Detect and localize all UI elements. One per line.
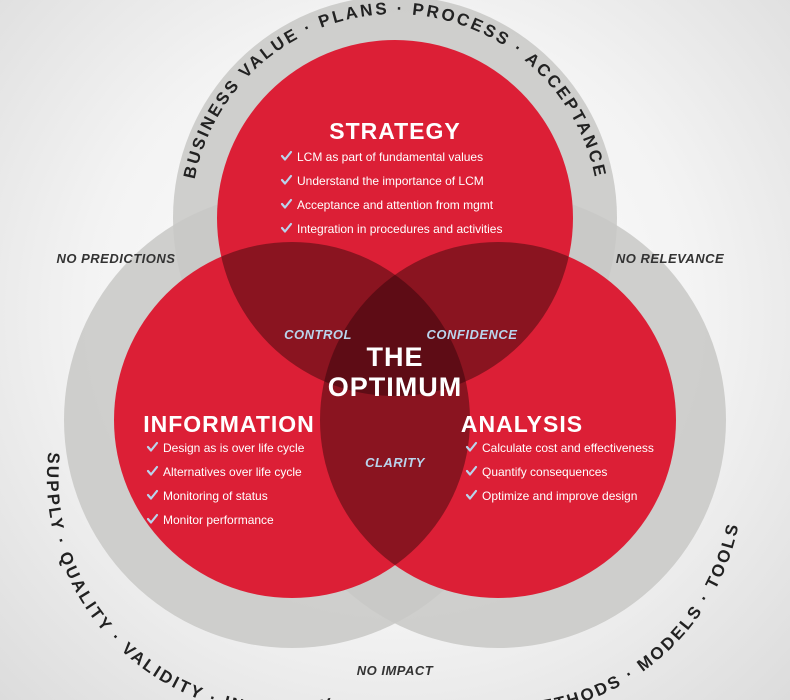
check-icon [465, 489, 478, 500]
svg-text:LCM as part of fundamental val: LCM as part of fundamental values [297, 150, 483, 164]
svg-text:Acceptance and attention from: Acceptance and attention from mgmt [297, 198, 494, 212]
svg-text:Alternatives over life cycle: Alternatives over life cycle [163, 465, 302, 479]
svg-text:Monitor performance: Monitor performance [163, 513, 274, 527]
overlap-center [320, 242, 470, 396]
label-no-predictions: NO PREDICTIONS [57, 251, 176, 266]
label-control: CONTROL [284, 327, 352, 342]
check-icon [280, 222, 293, 233]
list-item: LCM as part of fundamental values [280, 150, 483, 164]
check-icon [280, 174, 293, 185]
svg-text:Integration in procedures and: Integration in procedures and activities [297, 222, 502, 236]
check-icon [465, 441, 478, 452]
list-item: Calculate cost and effectiveness [465, 441, 654, 455]
strategy-items: LCM as part of fundamental values Unders… [280, 150, 502, 236]
svg-text:Monitoring of status: Monitoring of status [163, 489, 268, 503]
check-icon [146, 513, 159, 524]
label-no-impact: NO IMPACT [357, 663, 434, 678]
list-item: Integration in procedures and activities [280, 222, 502, 236]
svg-text:Quantify consequences: Quantify consequences [482, 465, 607, 479]
list-item: Quantify consequences [465, 465, 607, 479]
svg-text:Optimize and improve design: Optimize and improve design [482, 489, 637, 503]
list-item: Design as is over life cycle [146, 441, 305, 455]
check-icon [280, 150, 293, 161]
overlaps [217, 242, 573, 598]
title-analysis: ANALYSIS [461, 411, 583, 437]
list-item: Monitor performance [146, 513, 274, 527]
svg-text:Design as is over life cycle: Design as is over life cycle [163, 441, 305, 455]
list-item: Acceptance and attention from mgmt [280, 198, 494, 212]
check-icon [146, 489, 159, 500]
list-item: Monitoring of status [146, 489, 268, 503]
list-item: Optimize and improve design [465, 489, 637, 503]
label-no-relevance: NO RELEVANCE [616, 251, 724, 266]
svg-text:Calculate cost and effectivene: Calculate cost and effectiveness [482, 441, 654, 455]
check-icon [146, 465, 159, 476]
information-items: Design as is over life cycle Alternative… [146, 441, 305, 527]
list-item: Understand the importance of LCM [280, 174, 484, 188]
list-item: Alternatives over life cycle [146, 465, 302, 479]
check-icon [280, 198, 293, 209]
center-title-line-1: THE [367, 342, 424, 372]
center-title-line-2: OPTIMUM [328, 372, 463, 402]
svg-text:Understand the importance of L: Understand the importance of LCM [297, 174, 484, 188]
label-clarity: CLARITY [365, 455, 426, 470]
title-information: INFORMATION [143, 411, 315, 437]
analysis-items: Calculate cost and effectiveness Quantif… [465, 441, 654, 503]
check-icon [465, 465, 478, 476]
title-strategy: STRATEGY [329, 118, 461, 144]
check-icon [146, 441, 159, 452]
label-confidence: CONFIDENCE [427, 327, 518, 342]
